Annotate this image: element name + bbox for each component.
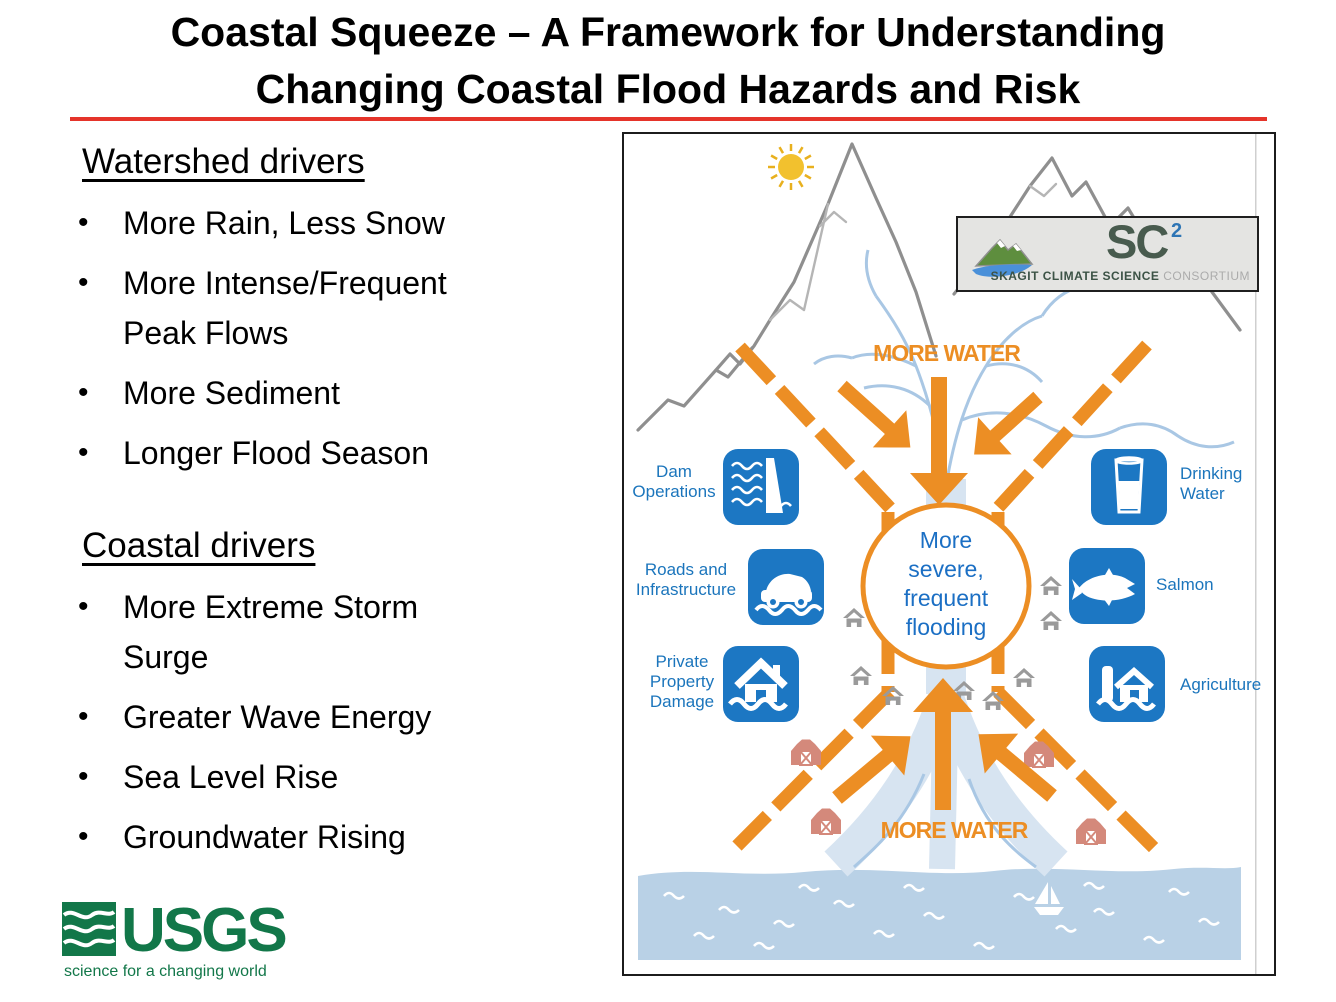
coastal-squeeze-diagram bbox=[636, 134, 1257, 974]
coastal-drivers-heading: Coastal drivers bbox=[82, 526, 316, 565]
bullet-marker: • bbox=[78, 700, 89, 733]
list-item: • Greater Wave Energy bbox=[78, 692, 593, 742]
bullet-marker: • bbox=[78, 820, 89, 853]
sc2-consortium-logo: SC 2 SKAGIT CLIMATE SCIENCE CONSORTIUM bbox=[956, 215, 1259, 292]
bullet-marker: • bbox=[78, 376, 89, 409]
title-line-1: Coastal Squeeze – A Framework for Unders… bbox=[170, 9, 1166, 55]
circle-text-line: frequent bbox=[903, 585, 989, 611]
more-water-top-label: MORE WATER bbox=[873, 340, 1021, 366]
list-item: • More Sediment bbox=[78, 368, 593, 418]
coastal-drivers-list: • More Extreme Storm Surge • Greater Wave … bbox=[78, 582, 593, 862]
sc2-org-bold: SKAGIT CLIMATE SCIENCE bbox=[990, 269, 1160, 283]
circle-text-line: flooding bbox=[905, 614, 987, 640]
list-item-text: Longer Flood Season bbox=[123, 435, 429, 471]
sailboat-icon bbox=[1034, 882, 1064, 915]
list-item: • More Intense/Frequent Peak Flows bbox=[78, 258, 593, 358]
bullet-marker: • bbox=[78, 760, 89, 793]
private-property-damage-icon bbox=[723, 646, 799, 722]
list-item: • More Rain, Less Snow bbox=[78, 198, 593, 248]
sun-icon bbox=[768, 144, 814, 190]
agriculture-label: Agriculture bbox=[1180, 675, 1262, 694]
usgs-tagline: science for a changing world bbox=[64, 963, 267, 980]
list-item-text: More Extreme Storm Surge bbox=[123, 589, 419, 675]
more-water-bottom-label: MORE WATER bbox=[880, 817, 1029, 843]
title-line-2: Changing Coastal Flood Hazards and Risk bbox=[255, 66, 1081, 112]
dam-operations-label: Dam Operations bbox=[632, 462, 716, 501]
sea bbox=[638, 867, 1241, 960]
list-item-text: More Sediment bbox=[123, 375, 340, 411]
drinking-water-icon bbox=[1091, 449, 1167, 525]
watershed-drivers-heading: Watershed drivers bbox=[82, 142, 365, 181]
usgs-waves-icon bbox=[62, 902, 116, 956]
flooding-circle-text: More severe, frequent flooding bbox=[868, 526, 1024, 642]
dam-operations-icon bbox=[723, 449, 799, 525]
bullet-marker: • bbox=[78, 266, 89, 299]
private-property-label: Private Property Damage bbox=[649, 652, 715, 711]
list-item-text: Groundwater Rising bbox=[123, 819, 406, 855]
watershed-drivers-list: • More Rain, Less Snow • More Intense/Freq… bbox=[78, 198, 593, 478]
list-item-text: Sea Level Rise bbox=[123, 759, 339, 795]
roads-infrastructure-icon bbox=[748, 549, 824, 625]
sc2-mountain-icon bbox=[972, 238, 1034, 277]
drivers-column: Watershed drivers • More Rain, Less Snow … bbox=[78, 142, 593, 872]
salmon-icon bbox=[1069, 548, 1145, 624]
more-water-arrows bbox=[832, 377, 1057, 810]
panel-inner-divider bbox=[1255, 134, 1257, 974]
roads-infrastructure-label: Roads and Infrastructure bbox=[635, 560, 737, 599]
drinking-water-label: Drinking Water bbox=[1180, 464, 1243, 503]
flooding-circle bbox=[860, 502, 1032, 670]
list-item: • Longer Flood Season bbox=[78, 428, 593, 478]
list-item: • More Extreme Storm Surge bbox=[78, 582, 593, 682]
usgs-wordmark: USGS bbox=[121, 896, 288, 965]
salmon-label: Salmon bbox=[1156, 575, 1214, 594]
sc2-abbr: SC bbox=[1106, 215, 1169, 268]
agriculture-icon bbox=[1089, 646, 1165, 722]
sc2-superscript: 2 bbox=[1171, 220, 1183, 242]
title-underline-rule bbox=[70, 117, 1267, 121]
list-item: • Groundwater Rising bbox=[78, 812, 593, 862]
bullet-marker: • bbox=[78, 436, 89, 469]
circle-text-line: severe, bbox=[908, 556, 984, 582]
usgs-logo: USGS science for a changing world bbox=[62, 896, 288, 981]
circle-text-line: More bbox=[919, 527, 973, 553]
sc2-org-name: SKAGIT CLIMATE SCIENCE CONSORTIUM bbox=[991, 269, 1250, 283]
bullet-marker: • bbox=[78, 206, 89, 239]
list-item-text: More Rain, Less Snow bbox=[123, 205, 445, 241]
page-title: Coastal Squeeze – A Framework for Unders… bbox=[0, 4, 1336, 118]
diagram-panel: SC 2 SKAGIT CLIMATE SCIENCE CONSORTIUM M… bbox=[622, 132, 1276, 976]
sc2-org-light: CONSORTIUM bbox=[1163, 269, 1250, 283]
list-item: • Sea Level Rise bbox=[78, 752, 593, 802]
list-item-text: More Intense/Frequent Peak Flows bbox=[123, 265, 447, 351]
bullet-marker: • bbox=[78, 590, 89, 623]
list-item-text: Greater Wave Energy bbox=[123, 699, 432, 735]
